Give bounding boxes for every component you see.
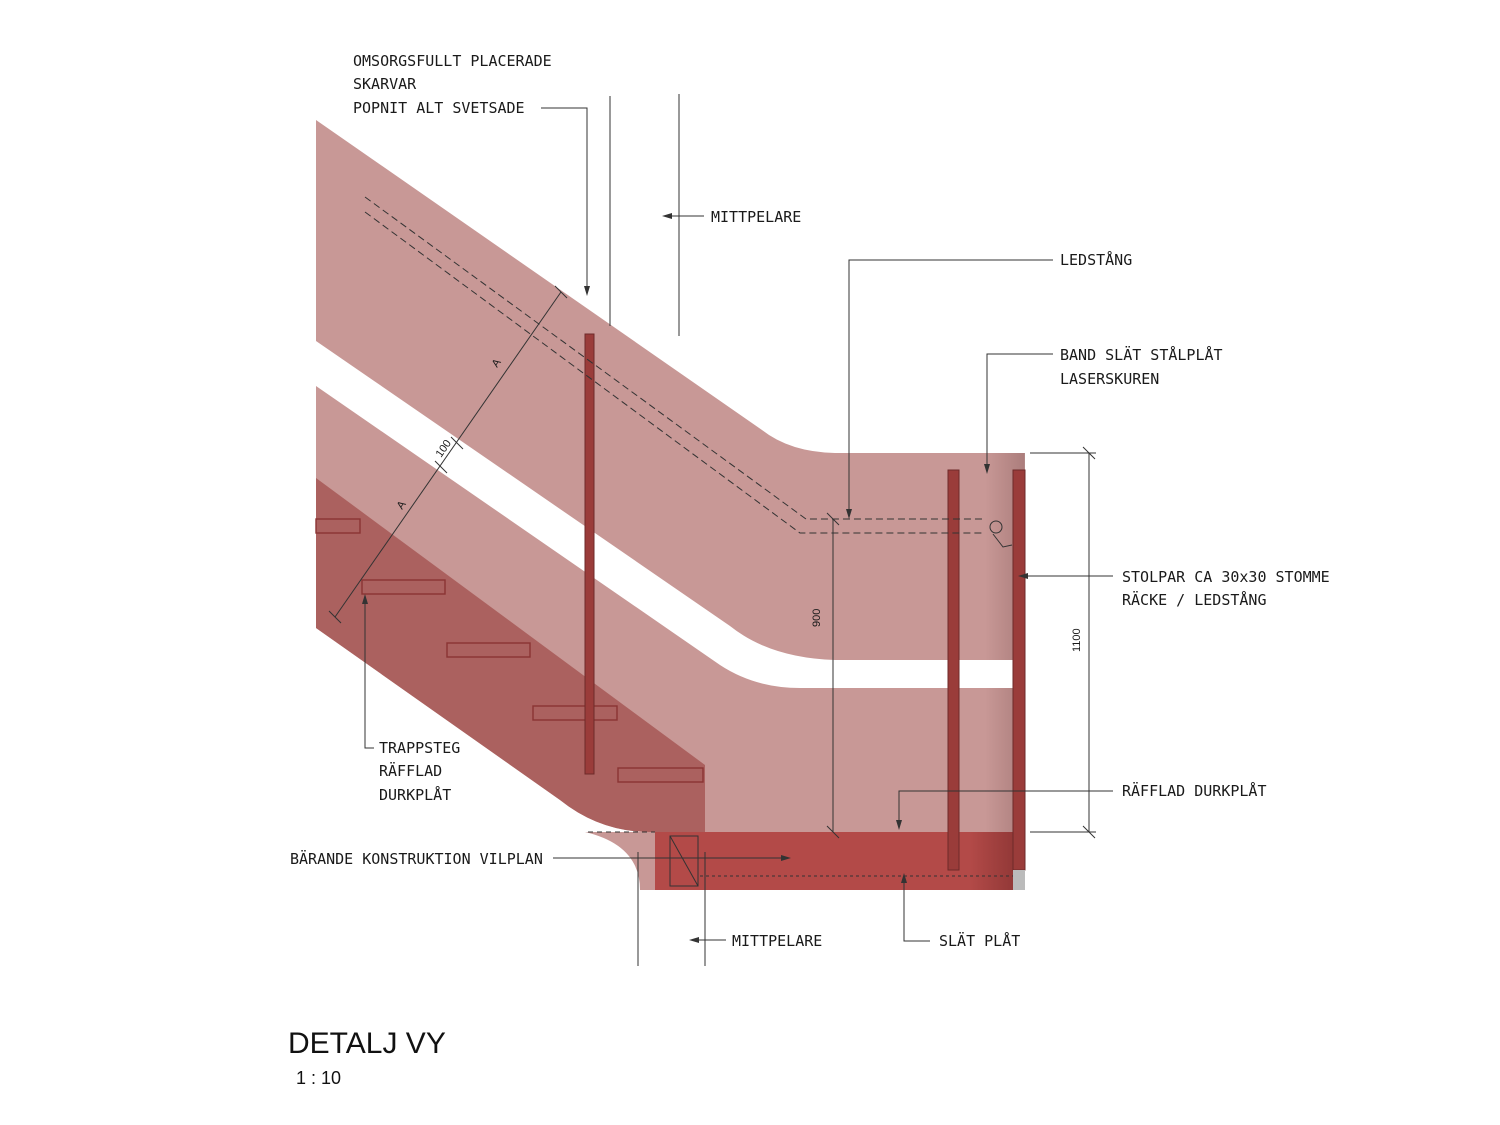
leader-arrowheads (362, 213, 1028, 943)
label-trappsteg-line1: TRAPPSTEG (379, 739, 460, 757)
step-treads (315, 518, 704, 783)
dimension-lines (328, 285, 1096, 839)
landing-platform (655, 832, 1025, 890)
landing-post-outer (1012, 469, 1026, 871)
label-band-line1: BAND SLÄT STÅLPLÅT (1060, 345, 1223, 364)
leader-lines (364, 107, 1113, 942)
label-mittpelare-bottom: MITTPELARE (732, 932, 822, 950)
label-barande-konstruktion: BÄRANDE KONSTRUKTION VILPLAN (290, 849, 543, 868)
dim-100: 100 (434, 438, 454, 460)
label-trappsteg-line3: DURKPLÅT (379, 785, 451, 804)
handrail-line (364, 196, 985, 534)
label-stolpar-line1: STOLPAR CA 30x30 STOMME (1122, 568, 1330, 586)
label-stolpar-line2: RÄCKE / LEDSTÅNG (1122, 590, 1267, 609)
upper-railing-band (316, 120, 1024, 660)
label-band-line2: LASERSKUREN (1060, 370, 1159, 388)
label-omsorg-line1: OMSORGSFULLT PLACERADE (353, 52, 552, 70)
label-rafflad-durkplat: RÄFFLAD DURKPLÅT (1122, 781, 1267, 800)
dim-900: 900 (811, 609, 823, 627)
landing-beam-section (669, 835, 699, 887)
handrail-bracket (989, 520, 1003, 534)
drawing-title: DETALJ VY (288, 1027, 446, 1060)
drawing-scale: 1 : 10 (296, 1068, 341, 1088)
label-omsorg-line3: POPNIT ALT SVETSADE (353, 99, 525, 117)
label-slat-plat: SLÄT PLÅT (939, 931, 1020, 950)
landing-support-curve (585, 832, 655, 890)
label-mittpelare-top: MITTPELARE (711, 208, 801, 226)
label-ledstang: LEDSTÅNG (1060, 250, 1132, 269)
label-trappsteg-line2: RÄFFLAD (379, 761, 442, 780)
dim-1100: 1100 (1071, 628, 1083, 652)
landing-post-inner (947, 469, 960, 871)
stair-post (584, 333, 595, 775)
label-omsorg-line2: SKARVAR (353, 75, 417, 93)
stair-stringer (316, 478, 705, 832)
